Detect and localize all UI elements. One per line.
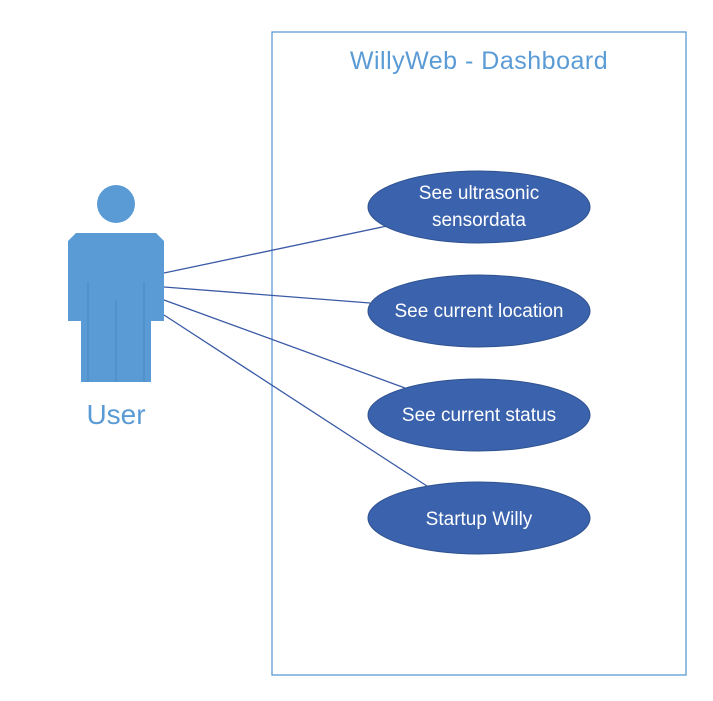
association-line-location [163,286,371,304]
use-case-status[interactable]: See current status [367,378,591,452]
association-line-sensordata [163,225,388,274]
system-boundary [271,31,687,676]
use-case-sensordata-line1: See ultrasonic [419,183,539,204]
person-icon [68,185,164,382]
use-case-sensordata-line2: sensordata [432,210,526,231]
actor-user [68,185,164,382]
use-case-status-label: See current status [402,405,556,426]
associations [163,225,431,489]
association-line-status [163,299,406,389]
system-title: WillyWeb - Dashboard [350,47,608,75]
use-case-location[interactable]: See current location [367,274,591,348]
use-case-startup-label: Startup Willy [426,509,533,530]
actor-label: User [86,399,145,430]
use-case-location-label: See current location [395,301,564,322]
use-case-sensordata[interactable]: See ultrasonic sensordata [367,170,591,244]
use-case-startup[interactable]: Startup Willy [367,481,591,555]
association-line-startup [163,314,431,489]
